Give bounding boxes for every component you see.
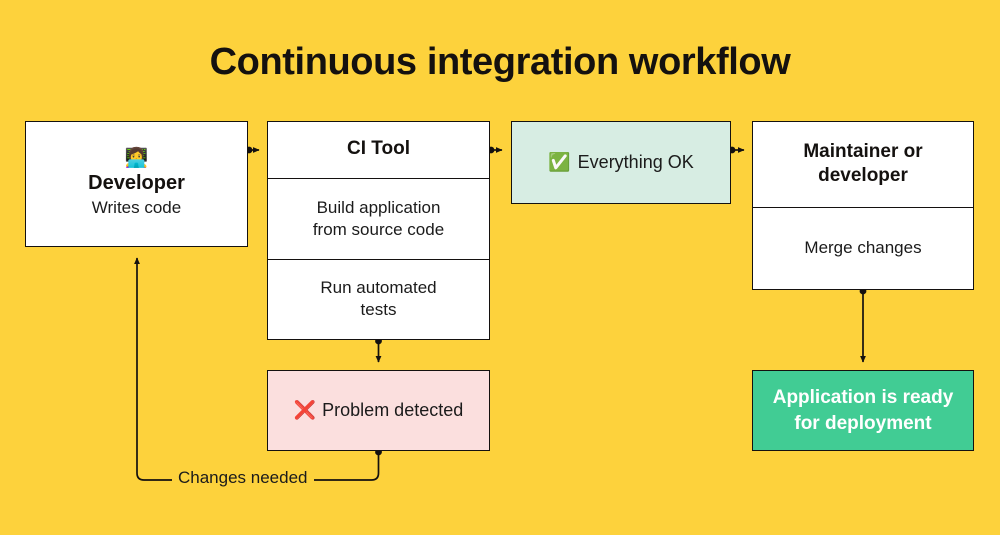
- node-problem-detected[interactable]: ❌ Problem detected: [267, 370, 490, 451]
- maintainer-title: Maintainer or developer: [753, 122, 973, 207]
- everything-ok-body: ✅ Everything OK: [512, 122, 730, 203]
- node-ci-tool[interactable]: CI Tool Build application from source co…: [267, 121, 490, 340]
- technologist-icon: 👩‍💻: [124, 147, 149, 169]
- ci-tool-step-build-line1: Build application: [316, 197, 441, 217]
- everything-ok-label: Everything OK: [577, 151, 694, 172]
- ci-tool-title: CI Tool: [347, 138, 410, 160]
- edge-maintainer-to-deploy: [859, 287, 867, 363]
- edge-citool-to-problem: [375, 337, 382, 363]
- edge-label-changes-needed: Changes needed: [172, 468, 314, 488]
- problem-detected-label: Problem detected: [322, 399, 464, 420]
- application-ready-line1: Application is ready: [772, 387, 954, 409]
- node-developer[interactable]: 👩‍💻 Developer Writes code: [25, 121, 248, 247]
- check-mark-icon: ✅: [548, 151, 571, 172]
- problem-detected-body: ❌ Problem detected: [268, 371, 489, 450]
- page-title: Continuous integration workflow: [209, 41, 791, 83]
- ci-tool-step-build-line2: from source code: [312, 219, 445, 239]
- application-ready-body: Application is ready for deployment: [753, 371, 973, 450]
- maintainer-title-line1: Maintainer or: [803, 140, 923, 162]
- ci-tool-step-tests-line2: tests: [360, 300, 397, 320]
- application-ready-line2: for deployment: [794, 412, 932, 434]
- ci-tool-step-tests-line1: Run automated: [320, 278, 437, 298]
- cross-mark-icon: ❌: [293, 399, 317, 420]
- node-application-ready[interactable]: Application is ready for deployment: [752, 370, 974, 451]
- developer-name: Developer: [88, 171, 185, 194]
- maintainer-title-line2: developer: [818, 165, 908, 187]
- node-everything-ok[interactable]: ✅ Everything OK: [511, 121, 731, 204]
- developer-subtitle: Writes code: [91, 197, 182, 217]
- maintainer-action: Merge changes: [753, 206, 973, 289]
- ci-tool-step-build: Build application from source code: [268, 177, 489, 259]
- node-maintainer[interactable]: Maintainer or developer Merge changes: [752, 121, 974, 290]
- ci-tool-step-tests: Run automated tests: [268, 258, 489, 339]
- developer-body: 👩‍💻 Developer Writes code: [26, 122, 247, 246]
